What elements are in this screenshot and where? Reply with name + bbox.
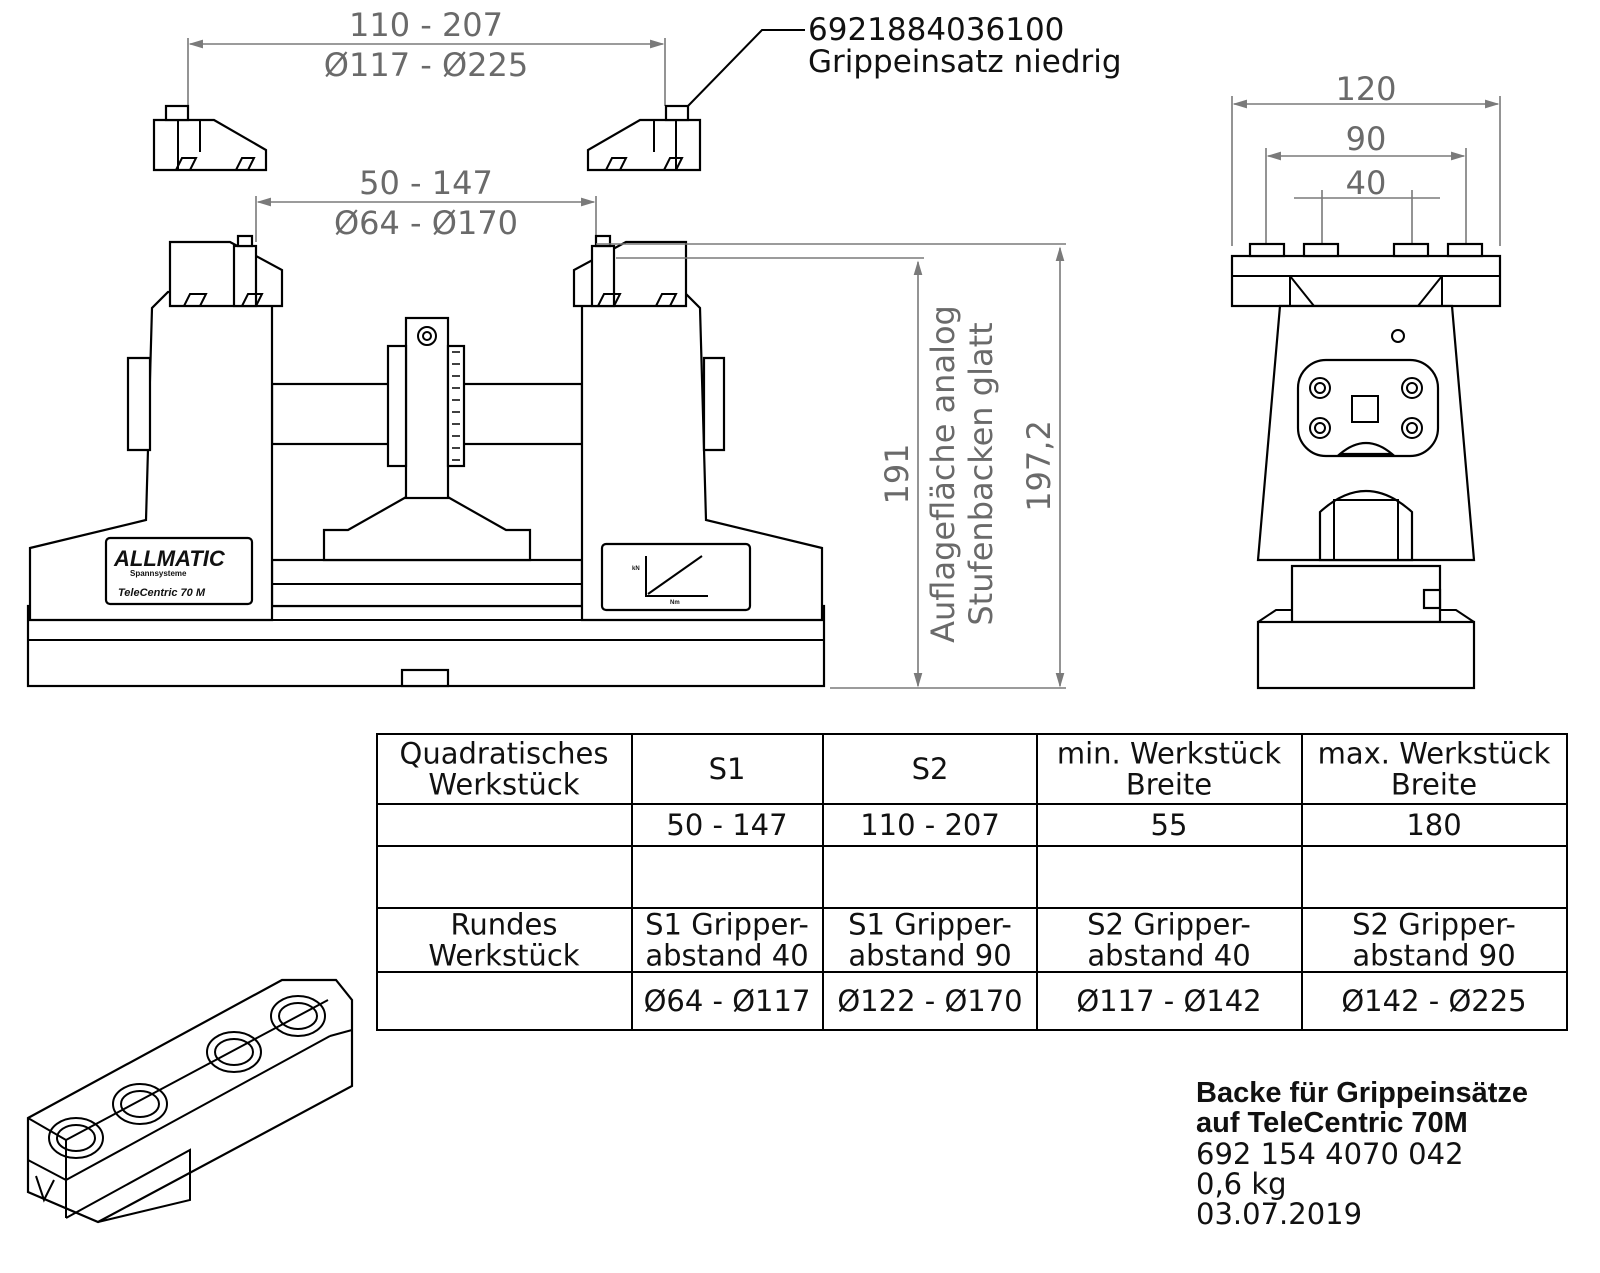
- dim-height-197: 197,2: [1020, 420, 1058, 512]
- header-cell-3-line-1: Breite: [1126, 768, 1212, 802]
- round-cell-2: Ø122 - Ø170: [837, 984, 1022, 1018]
- vise-front-view: ALLMATIC Spannsysteme TeleCentric 70 M k…: [26, 234, 826, 688]
- dim-s2-diameter: Ø117 - Ø225: [324, 46, 528, 84]
- dim-s2-range: 110 - 207: [349, 6, 503, 44]
- dimension-s1: 50 - 147 Ø64 - Ø170: [255, 164, 597, 242]
- info-weight: 0,6 kg: [1196, 1167, 1287, 1201]
- brand-sub-text: Spannsysteme: [130, 569, 187, 578]
- header-cell-2: S2: [912, 752, 949, 786]
- round-cell-1: Ø64 - Ø117: [644, 984, 811, 1018]
- round-cell-3: Ø117 - Ø142: [1076, 984, 1261, 1018]
- dim-width-90: 90: [1346, 120, 1387, 158]
- info-title-line1: Backe für Grippeinsätze: [1196, 1077, 1528, 1109]
- callout-part-number: 6921884036100: [808, 12, 1064, 48]
- round-header-cell-2-line-0: S1 Gripper-: [848, 908, 1012, 942]
- model-label: TeleCentric 70 M: [118, 587, 206, 599]
- header-cell-4-line-0: max. Werkstück: [1318, 737, 1551, 771]
- square-cell-1: 50 - 147: [666, 808, 787, 842]
- header-cell-4-line-1: Breite: [1391, 768, 1477, 802]
- grip-insert-right: [586, 104, 702, 172]
- round-header-cell-3-line-1: abstand 40: [1087, 939, 1250, 973]
- dim-width-120: 120: [1335, 70, 1396, 108]
- table-row-square: 50 - 147 110 - 207 55 180: [666, 808, 1461, 842]
- dim-height-191: 191: [878, 443, 916, 504]
- jaw-isometric-view: [26, 978, 354, 1224]
- dimension-heights: 191 Auflagefläche analog Stufenbacken gl…: [596, 243, 1066, 689]
- graph-y-label: kN: [632, 566, 640, 572]
- info-date: 03.07.2019: [1196, 1197, 1362, 1231]
- vise-side-view: [1230, 242, 1502, 690]
- round-header-cell-4-line-1: abstand 90: [1352, 939, 1515, 973]
- table-row-round: Ø64 - Ø117 Ø122 - Ø170 Ø117 - Ø142 Ø142 - Ø…: [644, 984, 1527, 1018]
- round-cell-4: Ø142 - Ø225: [1341, 984, 1526, 1018]
- dim-width-40: 40: [1346, 164, 1387, 202]
- square-cell-2: 110 - 207: [860, 808, 1000, 842]
- scale-ticks: [452, 351, 460, 461]
- info-article-number: 692 154 4070 042: [1196, 1137, 1464, 1171]
- dim-s1-range: 50 - 147: [359, 164, 493, 202]
- square-cell-3: 55: [1151, 808, 1188, 842]
- header-cell-0-line-1: Werkstück: [428, 768, 579, 802]
- header-cell-1: S1: [709, 752, 746, 786]
- round-header-cell-0-line-0: Rundes: [451, 908, 558, 942]
- header-cell-0-line-0: Quadratisches: [400, 737, 609, 771]
- square-cell-4: 180: [1406, 808, 1461, 842]
- header-cell-3-line-0: min. Werkstück: [1057, 737, 1281, 771]
- round-header-cell-4-line-0: S2 Gripper-: [1352, 908, 1516, 942]
- callout-grippeinsatz: 6921884036100 Grippeinsatz niedrig: [687, 12, 1122, 107]
- callout-part-name: Grippeinsatz niedrig: [808, 44, 1122, 80]
- info-block: Backe für Grippeinsätze auf TeleCentric …: [1196, 1077, 1528, 1231]
- dim-s1-diameter: Ø64 - Ø170: [334, 204, 518, 242]
- dimension-s2: 110 - 207 Ø117 - Ø225: [187, 6, 666, 106]
- round-header-cell-1-line-1: abstand 40: [645, 939, 808, 973]
- graph-x-label: Nm: [670, 600, 680, 606]
- round-header-cell-1-line-0: S1 Gripper-: [645, 908, 809, 942]
- info-title-line2: auf TeleCentric 70M: [1196, 1107, 1468, 1139]
- brand-logo-text: ALLMATIC: [113, 546, 226, 571]
- note-auflageflaeche: Auflagefläche analog: [924, 305, 962, 643]
- round-header-cell-3-line-0: S2 Gripper-: [1087, 908, 1251, 942]
- round-header-cell-0-line-1: Werkstück: [428, 939, 579, 973]
- round-header-cell-2-line-1: abstand 90: [848, 939, 1011, 973]
- note-stufenbacken: Stufenbacken glatt: [962, 322, 1000, 625]
- grip-insert-left: [152, 104, 268, 172]
